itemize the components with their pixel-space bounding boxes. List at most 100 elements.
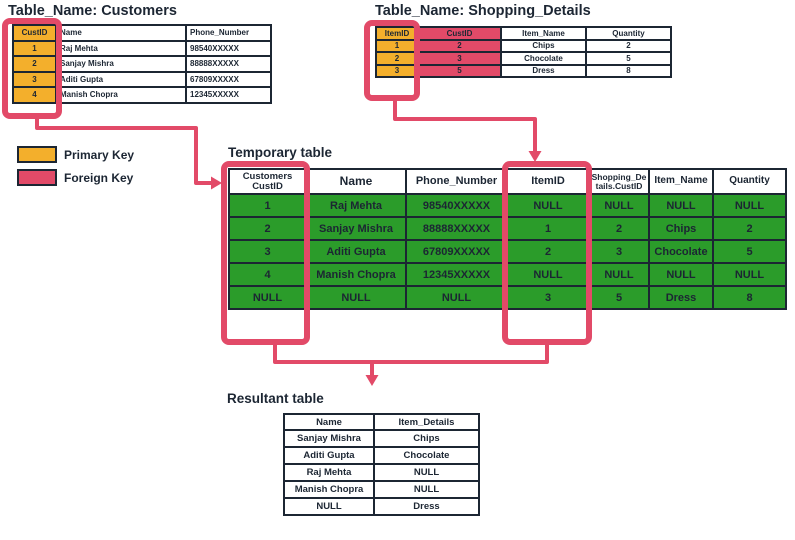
table-cell: 12345XXXXX <box>185 86 272 104</box>
column-header: CustID <box>417 26 502 41</box>
table-cell: 1 <box>375 38 419 53</box>
table-cell: 88888XXXXX <box>185 55 272 73</box>
table-cell: NULL <box>648 262 714 287</box>
foreign-key-label: Foreign Key <box>64 171 134 185</box>
table-cell: NULL <box>588 193 650 218</box>
table-cell: NULL <box>373 463 480 482</box>
table-cell: 5 <box>712 239 787 264</box>
table-cell: 3 <box>588 239 650 264</box>
table-cell: NULL <box>373 480 480 499</box>
table-cell: Chips <box>373 429 480 448</box>
table-cell: NULL <box>506 193 590 218</box>
column-header: Phone_Number <box>185 24 272 42</box>
table-cell: 5 <box>585 51 672 66</box>
table-cell: 2 <box>588 216 650 241</box>
table-cell: Dress <box>648 285 714 310</box>
table-cell: 2 <box>12 55 57 73</box>
column-header: Name <box>305 168 407 195</box>
column-header: ItemID <box>375 26 419 41</box>
table-cell: 67809XXXXX <box>185 70 272 88</box>
column-header: Item_Details <box>373 413 480 431</box>
table-cell: Aditi Gupta <box>305 239 407 264</box>
table-cell: 2 <box>585 38 672 53</box>
arrowhead-shopping-to-temporary <box>528 151 542 162</box>
table-cell: Chocolate <box>500 51 587 66</box>
foreign-key-swatch <box>17 169 57 186</box>
table-cell: NULL <box>305 285 407 310</box>
customers-table-title: Table_Name: Customers <box>8 3 177 19</box>
table-cell: Chocolate <box>648 239 714 264</box>
table-cell: 1 <box>228 193 307 218</box>
column-header: Item_Name <box>648 168 714 195</box>
column-header: Phone_Number <box>405 168 508 195</box>
table-cell: 1 <box>506 216 590 241</box>
primary-key-swatch <box>17 146 57 163</box>
table-cell: 67809XXXXX <box>405 239 508 264</box>
column-header: Shopping_Details.CustID <box>588 168 650 195</box>
arrow-shopping-to-temporary <box>393 100 537 151</box>
table-cell: 12345XXXXX <box>405 262 508 287</box>
column-header: Name <box>283 413 375 431</box>
table-cell: 1 <box>12 39 57 57</box>
table-cell: Manish Chopra <box>283 480 375 499</box>
table-cell: 2 <box>417 38 502 53</box>
table-cell: Aditi Gupta <box>283 446 375 465</box>
table-cell: 8 <box>585 63 672 78</box>
table-cell: 2 <box>228 216 307 241</box>
table-cell: Chips <box>500 38 587 53</box>
table-cell: NULL <box>283 497 375 516</box>
shopping-details-table-title: Table_Name: Shopping_Details <box>375 3 591 19</box>
table-cell: 98540XXXXX <box>405 193 508 218</box>
table-cell: 2 <box>712 216 787 241</box>
column-header: Customers CustID <box>228 168 307 195</box>
table-cell: 4 <box>228 262 307 287</box>
table-cell: Manish Chopra <box>305 262 407 287</box>
table-cell: 5 <box>417 63 502 78</box>
table-cell: NULL <box>712 193 787 218</box>
table-cell: 3 <box>506 285 590 310</box>
column-header: Quantity <box>712 168 787 195</box>
table-cell: NULL <box>405 285 508 310</box>
table-cell: Sanjay Mishra <box>305 216 407 241</box>
primary-key-label: Primary Key <box>64 148 135 162</box>
table-cell: NULL <box>228 285 307 310</box>
table-cell: NULL <box>648 193 714 218</box>
column-header: ItemID <box>506 168 590 195</box>
table-cell: 8 <box>712 285 787 310</box>
column-header: Name <box>55 24 187 42</box>
table-cell: Dress <box>500 63 587 78</box>
table-cell: 88888XXXXX <box>405 216 508 241</box>
arrowhead-customers-to-temporary <box>211 176 222 190</box>
table-cell: 3 <box>228 239 307 264</box>
arrowhead-to-resultant <box>365 375 379 386</box>
table-cell: 3 <box>375 63 419 78</box>
temporary-table-title: Temporary table <box>228 145 333 160</box>
column-header: Item_Name <box>500 26 587 41</box>
table-cell: 5 <box>588 285 650 310</box>
bracket-temporary-columns <box>273 344 549 364</box>
table-cell: Aditi Gupta <box>55 70 187 88</box>
table-cell: 3 <box>12 70 57 88</box>
table-cell: Dress <box>373 497 480 516</box>
